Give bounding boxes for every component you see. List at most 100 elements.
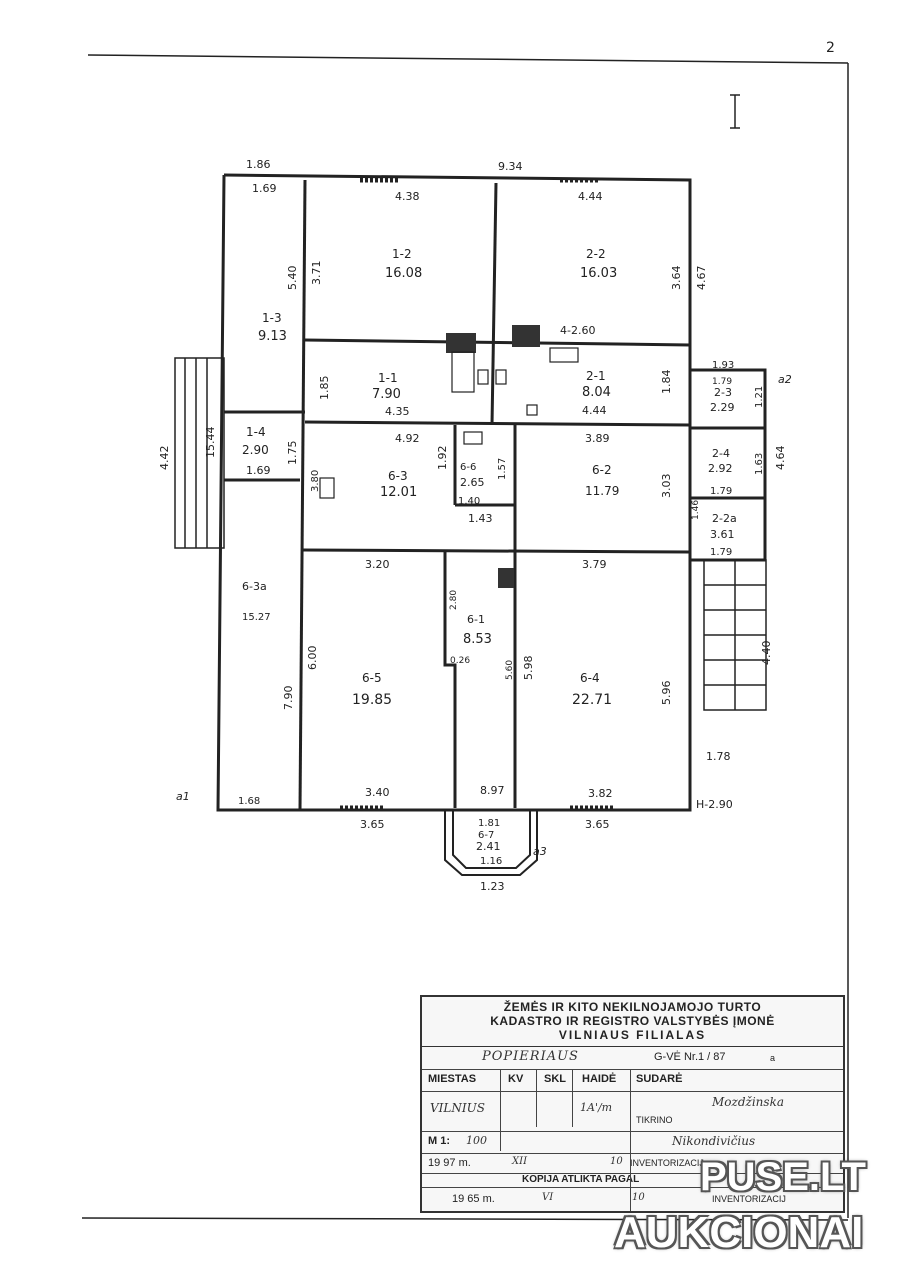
title-block: ŽEMĖS IR KITO NEKILNOJAMOJO TURTO KADAST… xyxy=(420,995,845,1213)
svg-text:1.85: 1.85 xyxy=(318,376,331,401)
chimneys xyxy=(319,325,579,588)
svg-text:6-4: 6-4 xyxy=(580,671,600,685)
dim-bottom-right: 3.65 xyxy=(585,818,610,831)
svg-text:2-2a: 2-2a xyxy=(712,512,737,525)
scale-value: 100 xyxy=(466,1134,487,1147)
svg-text:5.60: 5.60 xyxy=(505,660,515,680)
svg-text:2-1: 2-1 xyxy=(586,369,606,383)
month-1: XII xyxy=(512,1156,528,1167)
right-stairs xyxy=(703,559,767,711)
dim-top-left: 1.86 xyxy=(246,158,271,171)
svg-text:6.00: 6.00 xyxy=(306,646,319,671)
dim-right-porch: 4.40 xyxy=(760,641,773,666)
dimension-labels: 9.34 1.86 4.42 15.44 4.40 1.78 3.65 3.65… xyxy=(158,158,792,893)
svg-text:1.84: 1.84 xyxy=(660,370,673,395)
svg-text:6-3a: 6-3a xyxy=(242,580,267,593)
svg-text:1.16: 1.16 xyxy=(480,856,502,867)
svg-text:6-1: 6-1 xyxy=(467,613,485,626)
svg-text:8.97: 8.97 xyxy=(480,784,505,797)
svg-text:2.92: 2.92 xyxy=(708,462,733,475)
tikrino-label: TIKRINO xyxy=(636,1115,673,1125)
mark-a1: a1 xyxy=(176,790,190,803)
svg-text:15.27: 15.27 xyxy=(242,612,271,623)
svg-text:5.98: 5.98 xyxy=(522,656,535,681)
svg-text:3.82: 3.82 xyxy=(588,787,613,800)
house-suffix: a xyxy=(770,1053,776,1063)
svg-text:3.40: 3.40 xyxy=(365,786,390,799)
svg-text:3.20: 3.20 xyxy=(365,558,390,571)
svg-text:1.79: 1.79 xyxy=(710,547,732,558)
left-porch xyxy=(174,357,225,549)
svg-text:1.68: 1.68 xyxy=(238,796,260,807)
house-outline xyxy=(216,173,767,812)
dim-height: H-2.90 xyxy=(696,798,733,811)
svg-text:4.44: 4.44 xyxy=(578,190,603,203)
svg-text:8.04: 8.04 xyxy=(582,385,611,400)
svg-text:0.26: 0.26 xyxy=(450,656,470,666)
svg-text:2.29: 2.29 xyxy=(710,401,735,414)
haide-value: 1A'/m xyxy=(580,1101,613,1114)
dim-left-porch: 4.42 xyxy=(158,446,171,471)
svg-text:1.69: 1.69 xyxy=(252,182,277,195)
stamp-copy-row: KOPIJA ATLIKTA PAGAL xyxy=(422,1173,843,1188)
sudare-name: Mozdžinska xyxy=(712,1095,784,1109)
svg-text:6-3: 6-3 xyxy=(388,469,408,483)
inv-label-1: INVENTORIZACIJ xyxy=(630,1158,704,1168)
svg-text:1.40: 1.40 xyxy=(458,496,480,507)
copy-label: KOPIJA ATLIKTA PAGAL xyxy=(522,1174,640,1185)
watermark-line-1: PUSE.LT xyxy=(700,1155,866,1199)
windows xyxy=(340,177,615,811)
svg-text:3.03: 3.03 xyxy=(660,474,673,499)
svg-text:5.40: 5.40 xyxy=(286,266,299,291)
day-1: 10 xyxy=(610,1156,623,1167)
svg-text:1.69: 1.69 xyxy=(246,464,271,477)
stamp-date-row-1: 19 97 m. XII 10 INVENTORIZACIJ xyxy=(422,1153,843,1174)
svg-text:1-4: 1-4 xyxy=(246,425,266,439)
svg-text:1.93: 1.93 xyxy=(712,360,734,371)
svg-text:1.79: 1.79 xyxy=(710,486,732,497)
svg-text:1.43: 1.43 xyxy=(468,512,493,525)
col-kv: KV xyxy=(508,1073,524,1085)
mark-a2: a2 xyxy=(778,373,792,386)
svg-text:4.35: 4.35 xyxy=(385,405,410,418)
svg-text:2.65: 2.65 xyxy=(460,476,485,489)
dim-bay: 1.23 xyxy=(480,880,505,893)
room-id: 1-2 xyxy=(392,247,412,261)
svg-text:19.85: 19.85 xyxy=(352,692,392,708)
svg-text:6-2: 6-2 xyxy=(592,463,612,477)
svg-text:6-5: 6-5 xyxy=(362,671,382,685)
year-2: 19 65 m. xyxy=(452,1193,495,1205)
bay-window xyxy=(444,810,538,876)
col-haide: HAIDĖ xyxy=(582,1073,617,1085)
svg-text:1.21: 1.21 xyxy=(754,386,765,408)
dim-chimney: 4-2.60 xyxy=(560,324,595,337)
svg-text:2-4: 2-4 xyxy=(712,447,730,460)
svg-text:9.13: 9.13 xyxy=(258,329,287,344)
watermark-line-2: AUKCIONAI xyxy=(614,1208,864,1257)
svg-text:6-6: 6-6 xyxy=(460,462,476,473)
svg-text:4.67: 4.67 xyxy=(695,266,708,291)
svg-text:1.57: 1.57 xyxy=(497,458,508,480)
mark-a3: a3 xyxy=(533,845,547,858)
day-2: 10 xyxy=(632,1192,645,1203)
svg-text:1.63: 1.63 xyxy=(754,453,765,475)
year-1: 19 97 m. xyxy=(428,1157,471,1169)
svg-text:3.89: 3.89 xyxy=(585,432,610,445)
stamp-date-row-2: 19 65 m. VI 10 INVENTORIZACIJ xyxy=(422,1187,843,1213)
svg-text:4.92: 4.92 xyxy=(395,432,420,445)
svg-text:2.41: 2.41 xyxy=(476,840,501,853)
city-name: VILNIUS xyxy=(430,1101,485,1115)
svg-text:16.03: 16.03 xyxy=(580,266,617,281)
svg-text:7.90: 7.90 xyxy=(282,686,295,711)
svg-text:1.46: 1.46 xyxy=(691,500,701,520)
stamp-scale-row: M 1: 100 Nikondivičius xyxy=(422,1131,843,1154)
month-2: VI xyxy=(542,1192,554,1203)
svg-text:1.92: 1.92 xyxy=(436,446,449,471)
room-labels: 4.38 1-2 16.08 3.71 4.44 2-2 16.03 3.64 … xyxy=(238,182,787,867)
stamp-city-row: VILNIUS 1A'/m Mozdžinska TIKRINO xyxy=(422,1091,843,1132)
svg-text:22.71: 22.71 xyxy=(572,692,612,708)
stamp-header: ŽEMĖS IR KITO NEKILNOJAMOJO TURTO KADAST… xyxy=(422,997,843,1047)
svg-text:1-3: 1-3 xyxy=(262,311,282,325)
dim-right-bottom: 1.78 xyxy=(706,750,731,763)
